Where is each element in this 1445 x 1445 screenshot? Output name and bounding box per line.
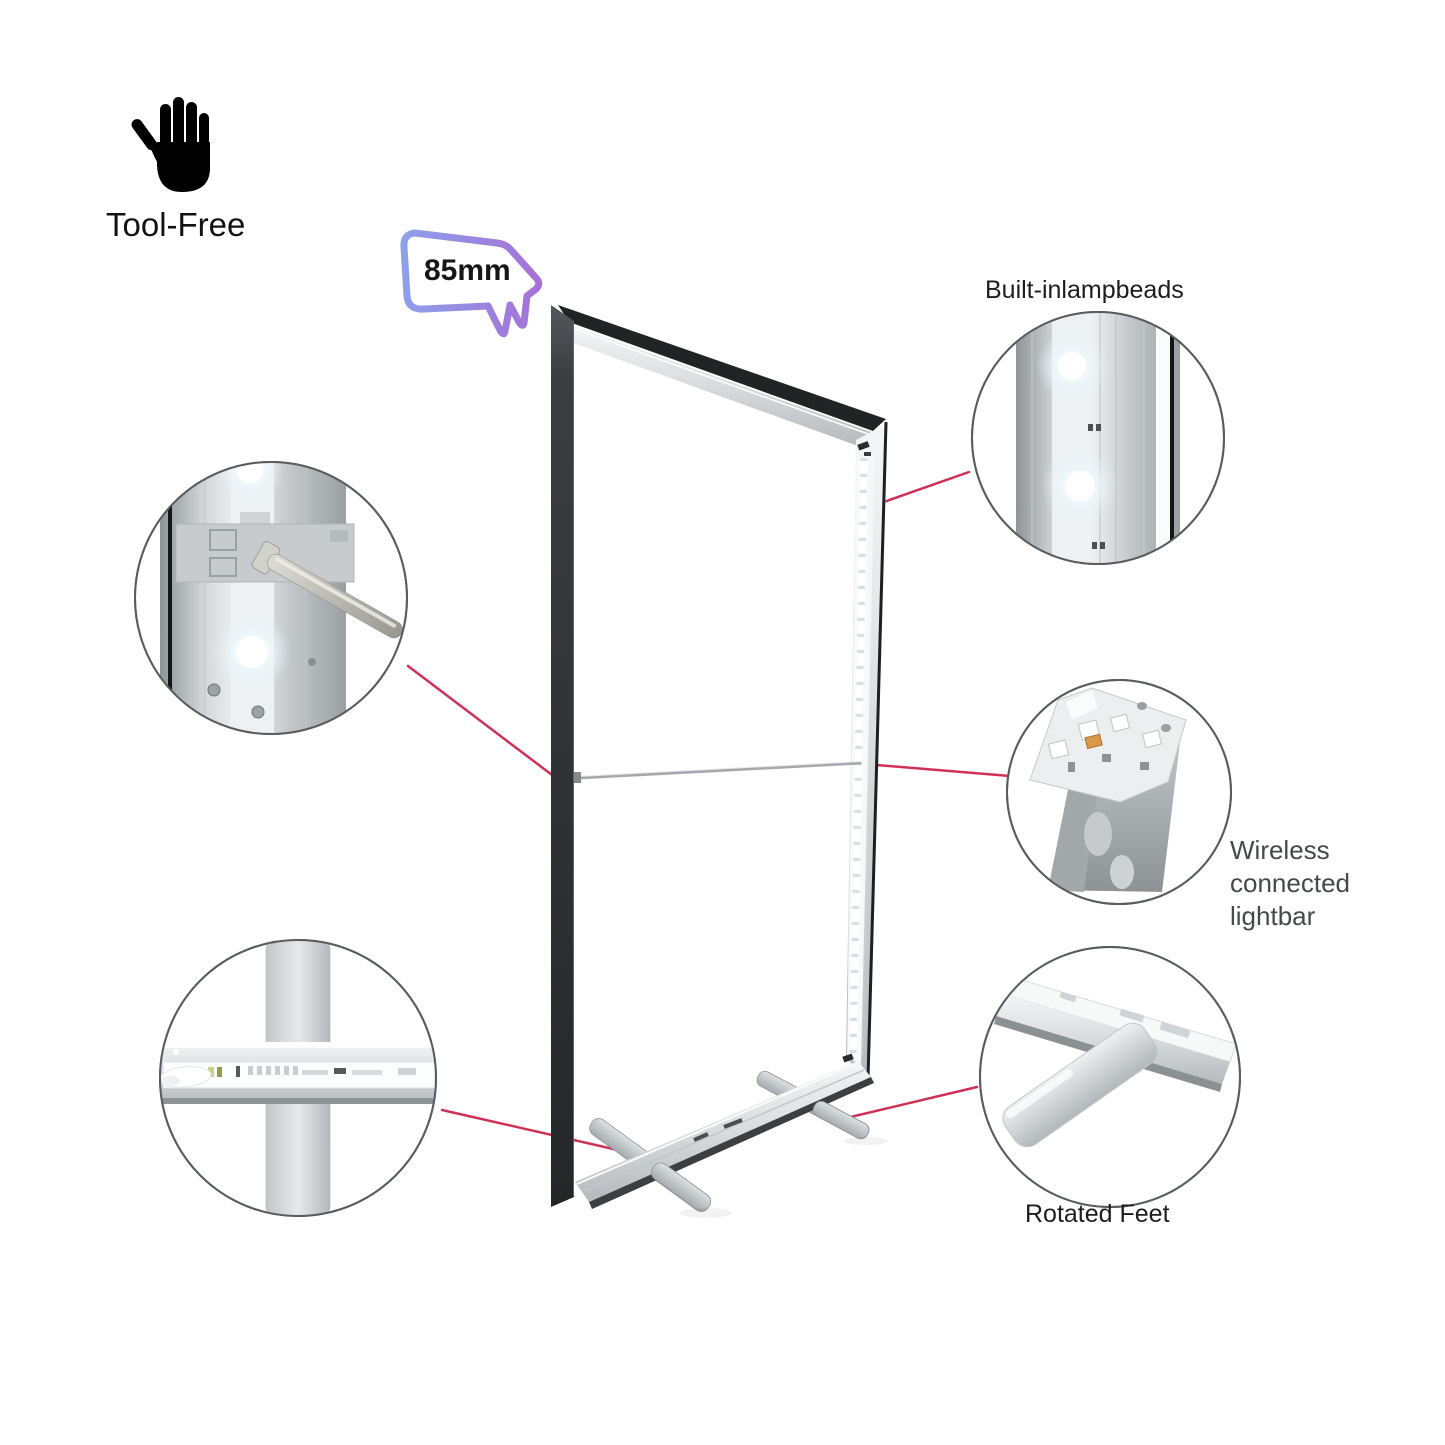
connector-line-crossbar xyxy=(406,664,562,783)
frame-top-bar-face xyxy=(565,325,871,447)
callout-circle-crossbar-connector xyxy=(134,461,408,735)
callout-label-lightbar: Wireless connected lightbar xyxy=(1230,834,1350,933)
callout-circle-lampbeads xyxy=(971,311,1225,565)
dimension-label: 85mm xyxy=(424,254,511,287)
callout-circle-rotated-feet xyxy=(979,946,1241,1208)
lightbar-label-line-2: connected xyxy=(1230,868,1350,898)
frame-crossbar xyxy=(574,761,862,783)
frame-left-bar xyxy=(551,305,574,1207)
connector-line-lightbar xyxy=(862,762,1012,778)
callout-label-rotated-feet: Rotated Feet xyxy=(1025,1200,1170,1228)
connector-lines xyxy=(406,470,1012,1158)
callout-circle-led-strip xyxy=(159,939,437,1217)
lightbox-frame xyxy=(551,305,888,1218)
callout-circle-lightbar xyxy=(1006,679,1232,905)
connector-line-lampbeads xyxy=(876,470,971,506)
lightbar-label-line-1: Wireless xyxy=(1230,835,1330,865)
hand-icon xyxy=(131,97,210,193)
connector-line-feet xyxy=(840,1085,979,1121)
lightbar-label-line-3: lightbar xyxy=(1230,901,1316,931)
tool-free-label: Tool-Free xyxy=(106,206,246,243)
led-driver-markings xyxy=(208,1066,416,1077)
dimension-bubble xyxy=(400,229,543,338)
callout-label-lampbeads: Built-inlampbeads xyxy=(985,276,1184,304)
connector-line-led-strip xyxy=(440,1108,646,1158)
frame-top-bar-outer xyxy=(558,305,886,431)
